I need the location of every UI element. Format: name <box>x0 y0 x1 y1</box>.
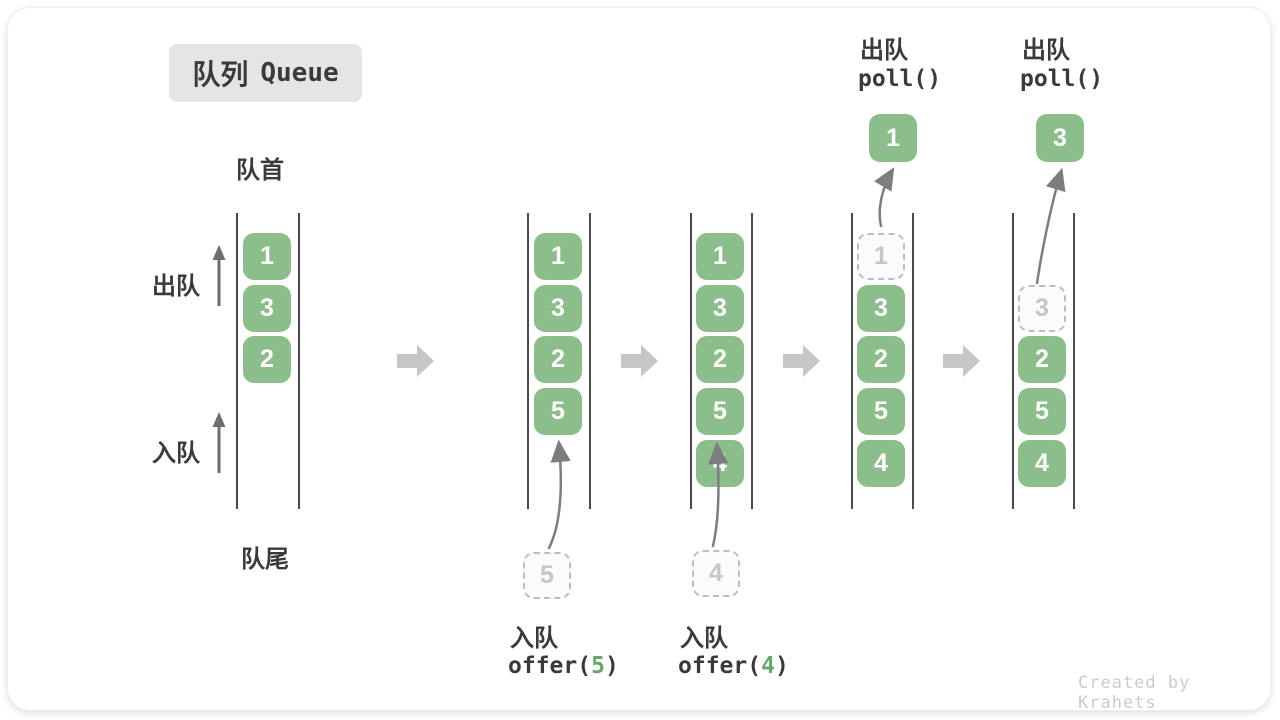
label-enqueue: 入队 <box>152 440 200 467</box>
poll-action-label: 出队 <box>860 37 908 64</box>
enqueue-curved-arrow-icon <box>547 439 571 550</box>
queue-box: 5 <box>696 388 744 435</box>
dequeue-curved-arrow-icon <box>874 167 895 228</box>
queue-box: 2 <box>1018 336 1066 383</box>
offer-action-label: 入队 <box>510 625 558 652</box>
enqueue-curved-arrow-icon <box>708 441 729 548</box>
stage-arrow-icon <box>397 345 434 377</box>
queue-wall <box>912 213 914 509</box>
queue-box: 3 <box>857 285 905 332</box>
queue-wall <box>527 213 529 509</box>
title-badge: 队列 Queue <box>169 44 362 102</box>
title-zh: 队列 <box>192 59 249 90</box>
queue-box: 1 <box>534 233 582 280</box>
queue-wall <box>236 213 238 509</box>
queue-wall <box>1012 213 1014 509</box>
offer-action-label: 入队 <box>680 625 728 652</box>
queue-box: 5 <box>857 388 905 435</box>
offer-fn-close: ) <box>774 653 789 679</box>
queue-box: 1 <box>243 233 291 280</box>
poll-code-label: poll() <box>858 66 942 92</box>
poll-code-label: poll() <box>1020 66 1104 92</box>
queue-box: 3 <box>696 285 744 332</box>
queue-wall <box>589 213 591 509</box>
queue-wall <box>851 213 853 509</box>
queue-box: 1 <box>696 233 744 280</box>
offer-code-label: offer(4) <box>678 653 789 679</box>
offer-code-label: offer(5) <box>508 653 619 679</box>
watermark: Created by Krahets <box>1078 673 1191 713</box>
incoming-box: 4 <box>692 550 740 597</box>
queue-wall <box>1073 213 1075 509</box>
stage-arrow-icon <box>621 345 658 377</box>
out-box: 3 <box>1036 114 1084 162</box>
queue-wall <box>690 213 692 509</box>
queue-wall <box>298 213 300 509</box>
queue-box: 2 <box>696 336 744 383</box>
label-queue-rear: 队尾 <box>241 546 289 573</box>
queue-box: 3 <box>243 285 291 332</box>
queue-box: 2 <box>534 336 582 383</box>
removed-box: 1 <box>857 233 905 280</box>
dequeue-curved-arrow-icon <box>1035 167 1066 285</box>
offer-arg: 5 <box>591 653 605 679</box>
incoming-box: 5 <box>523 552 571 599</box>
queue-box: 4 <box>1018 440 1066 487</box>
removed-box: 3 <box>1018 285 1066 332</box>
queue-box: 2 <box>243 336 291 383</box>
queue-box: 4 <box>857 440 905 487</box>
offer-arg: 4 <box>761 653 775 679</box>
enqueue-up-arrow-icon <box>212 412 226 473</box>
queue-box: 5 <box>1018 388 1066 435</box>
offer-fn-close: ) <box>604 653 619 679</box>
offer-fn-open: offer( <box>508 653 592 679</box>
queue-box: 5 <box>534 388 582 435</box>
stage-arrow-icon <box>783 345 820 377</box>
title-en: Queue <box>260 58 339 88</box>
poll-action-label: 出队 <box>1022 37 1070 64</box>
label-queue-front: 队首 <box>236 157 284 184</box>
queue-box: 2 <box>857 336 905 383</box>
queue-wall <box>751 213 753 509</box>
offer-fn-open: offer( <box>678 653 762 679</box>
queue-box: 3 <box>534 285 582 332</box>
label-dequeue: 出队 <box>152 273 200 300</box>
out-box: 1 <box>869 114 917 162</box>
dequeue-up-arrow-icon <box>212 245 226 306</box>
stage-arrow-icon <box>943 345 980 377</box>
